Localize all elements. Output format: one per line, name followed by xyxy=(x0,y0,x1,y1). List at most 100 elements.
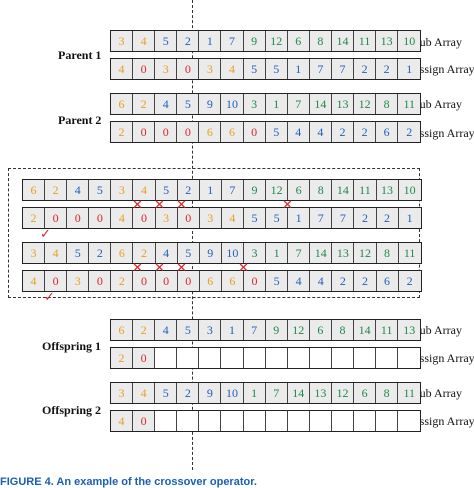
label-parent-1: Parent 1 xyxy=(58,48,102,62)
array-cell: 5 xyxy=(177,243,200,263)
cross-mark-icon: ✕ xyxy=(154,198,165,213)
array-cell: 14 xyxy=(287,383,310,403)
array-cell: 3 xyxy=(111,31,134,51)
array-cell: 0 xyxy=(45,208,68,228)
array-cell: 8 xyxy=(376,383,399,403)
array-cell: 5 xyxy=(266,208,289,228)
array-cell: 13 xyxy=(398,320,421,340)
array-cell: 2 xyxy=(398,122,421,142)
array-cell: 6 xyxy=(376,271,399,291)
array-cell: 2 xyxy=(23,208,46,228)
array-cell: 7 xyxy=(287,94,310,114)
array-cell: 11 xyxy=(354,31,377,51)
array-cell: 11 xyxy=(376,320,399,340)
cross-mark-icon: ✕ xyxy=(282,198,293,213)
array-cell: 0 xyxy=(89,208,112,228)
array-cell: 12 xyxy=(266,180,289,200)
label-hub-array-o2: Hub Array xyxy=(411,386,462,400)
array-cell: 1 xyxy=(287,59,310,79)
array-cell: 9 xyxy=(243,31,266,51)
array-cell: 8 xyxy=(310,180,333,200)
array-cell: 6 xyxy=(199,122,222,142)
array-cell: 0 xyxy=(133,122,156,142)
crossover-combination-box xyxy=(8,168,420,298)
array-cell: 13 xyxy=(376,180,399,200)
check-mark-icon: ✓ xyxy=(44,290,55,305)
array-cell: 5 xyxy=(155,383,178,403)
array-cell: 2 xyxy=(332,271,355,291)
array-cell: 6 xyxy=(221,122,244,142)
array-cell: 5 xyxy=(155,180,178,200)
array-cell: 5 xyxy=(89,180,112,200)
array-cell xyxy=(376,348,399,368)
array-cell: 0 xyxy=(67,208,90,228)
array-cell: 0 xyxy=(243,122,266,142)
array-cell: 3 xyxy=(111,180,134,200)
array-cell: 6 xyxy=(287,31,310,51)
array-cell xyxy=(398,348,420,368)
array-cell: 2 xyxy=(45,180,68,200)
array-cell: 4 xyxy=(155,94,178,114)
array-cell: 4 xyxy=(288,271,311,291)
array-cell: 10 xyxy=(221,243,244,263)
cross-mark-icon: ✕ xyxy=(176,261,187,276)
array-cell: 2 xyxy=(376,208,399,228)
array-cell: 6 xyxy=(111,94,134,114)
array-cell: 12 xyxy=(354,243,377,263)
array-cell: 5 xyxy=(265,59,288,79)
array-cell: 0 xyxy=(133,208,156,228)
array-cell: 2 xyxy=(89,243,112,263)
array-cell: 9 xyxy=(199,383,222,403)
array-cell: 4 xyxy=(111,411,134,431)
array-cell: 12 xyxy=(287,320,310,340)
array-cell: 11 xyxy=(398,383,421,403)
array-cell: 2 xyxy=(177,180,200,200)
array-cell xyxy=(244,411,266,431)
array-cell: 4 xyxy=(287,122,310,142)
array-cell: 2 xyxy=(133,320,156,340)
array-cell: 7 xyxy=(332,208,355,228)
label-assign-array-o2: Assign Array xyxy=(411,414,474,428)
array-cell: 5 xyxy=(177,320,200,340)
array-cell: 12 xyxy=(331,383,355,403)
cross-mark-icon: ✕ xyxy=(176,198,187,213)
array-cell: 4 xyxy=(23,271,46,291)
array-cell: 12 xyxy=(265,31,288,51)
array-cell: 0 xyxy=(177,271,200,291)
array-cell: 1 xyxy=(266,243,289,263)
array-cell: 7 xyxy=(221,180,244,200)
label-offspring-2: Offspring 2 xyxy=(42,403,102,417)
array-cell: 6 xyxy=(111,243,134,263)
array-cell: 2 xyxy=(354,271,377,291)
check-mark-icon: ✓ xyxy=(40,227,51,242)
array-cell: 2 xyxy=(111,122,134,142)
array-cell: 7 xyxy=(265,383,288,403)
array-cell: 4 xyxy=(133,180,156,200)
array-cell: 9 xyxy=(199,243,222,263)
array-cell: 2 xyxy=(331,122,355,142)
cross-mark-icon: ✕ xyxy=(132,198,143,213)
array-cell: 5 xyxy=(177,94,200,114)
array-cell: 6 xyxy=(111,320,134,340)
array-cell: 5 xyxy=(243,59,266,79)
array-cell: 6 xyxy=(354,383,377,403)
array-cell: 6 xyxy=(23,180,46,200)
array-cell: 6 xyxy=(288,180,311,200)
array-cell: 6 xyxy=(221,271,244,291)
label-assign-array-p1: Assign Array xyxy=(411,62,474,76)
array-cell xyxy=(310,411,332,431)
array-cell: 4 xyxy=(309,122,332,142)
array-cell: 7 xyxy=(221,31,244,51)
array-cell: 0 xyxy=(89,271,112,291)
array-cell: 6 xyxy=(376,122,399,142)
array-cell xyxy=(199,411,222,431)
array-cell xyxy=(155,348,178,368)
array-cell: 4 xyxy=(111,208,134,228)
array-cell xyxy=(155,411,178,431)
array-cell: 3 xyxy=(111,383,134,403)
array-cell: 5 xyxy=(266,271,289,291)
